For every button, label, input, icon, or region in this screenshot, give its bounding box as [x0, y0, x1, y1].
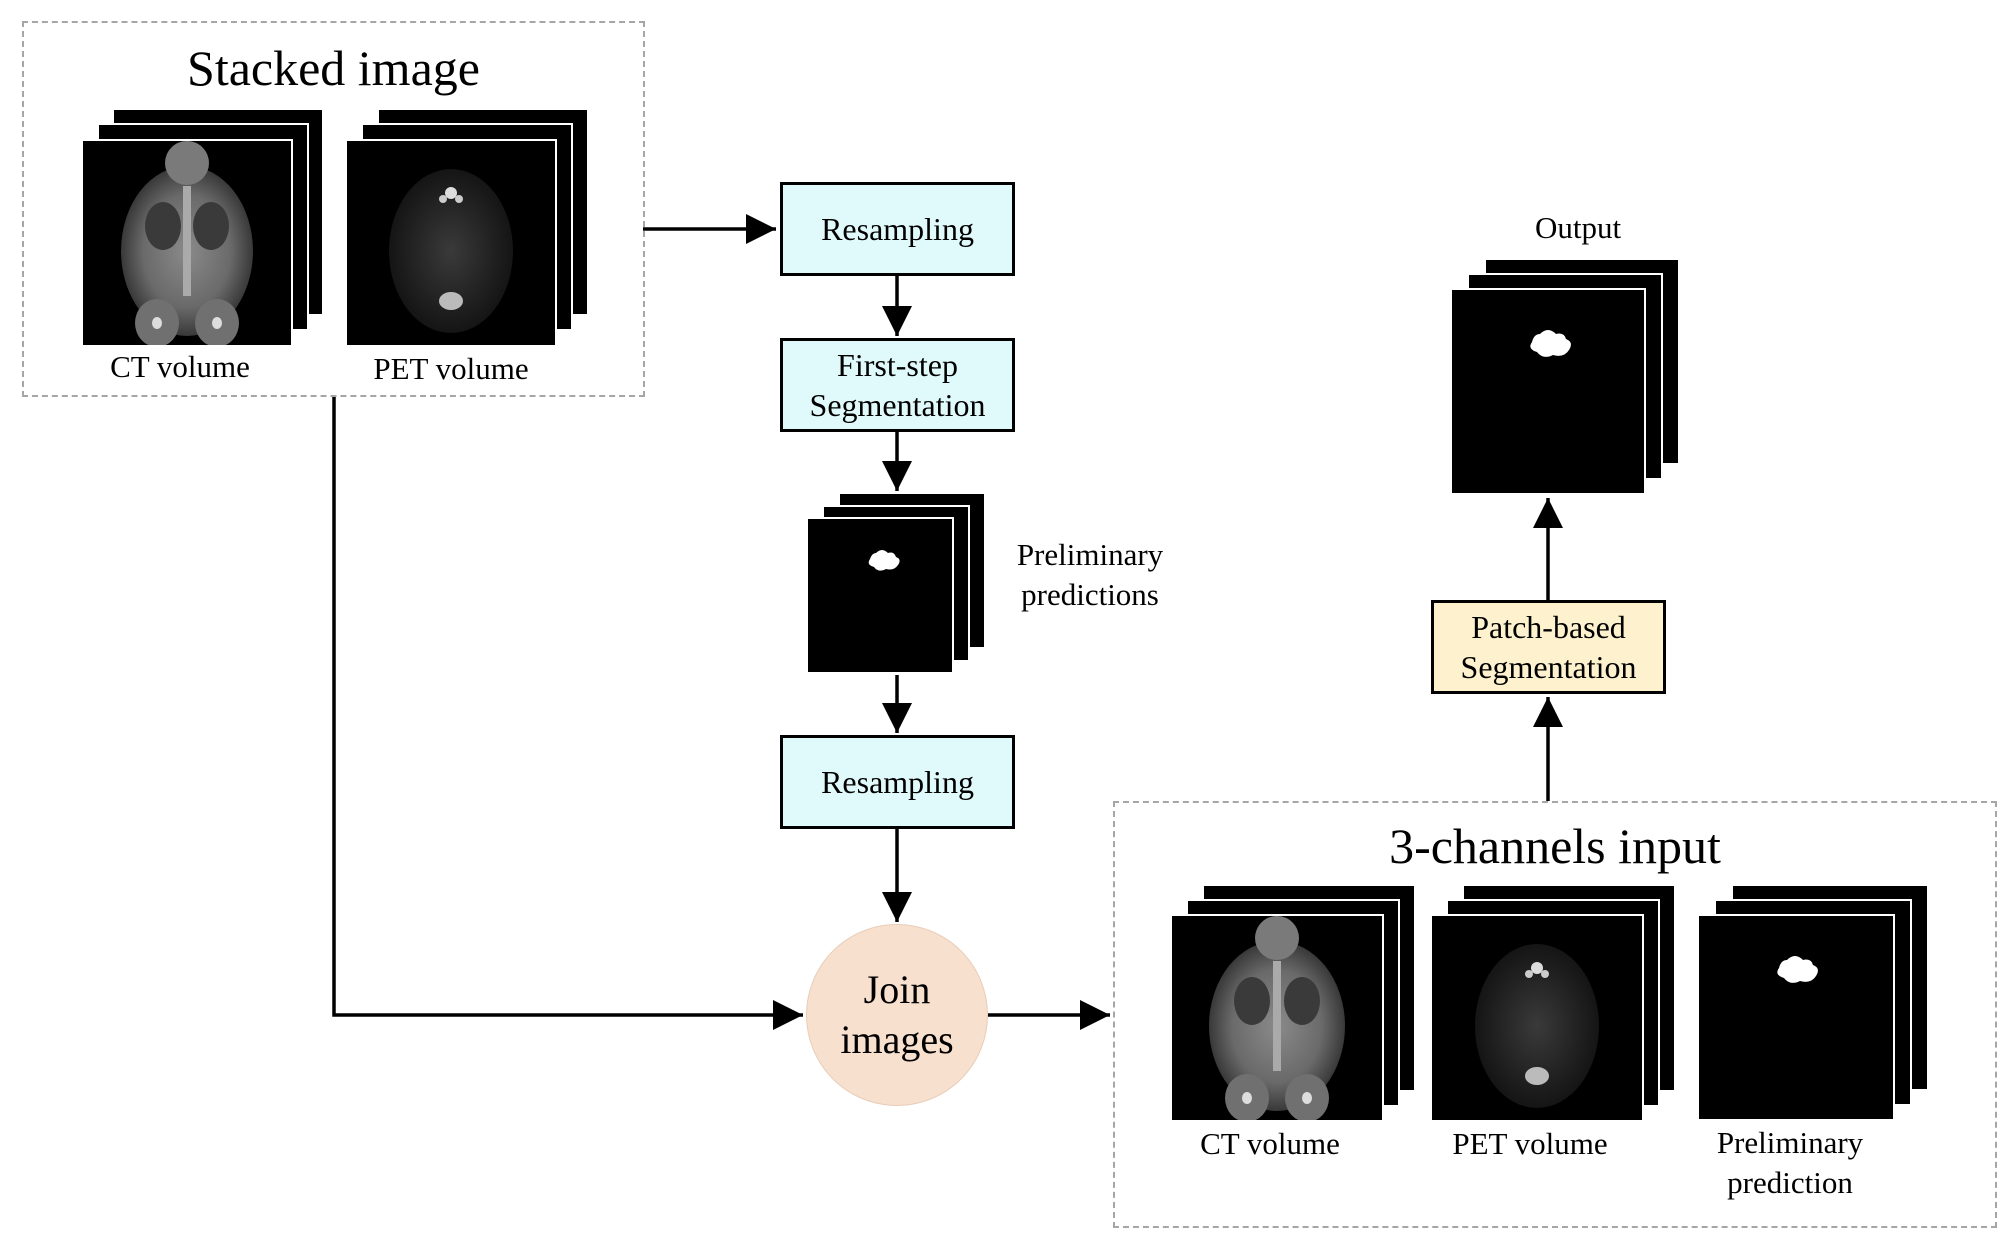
stacked-image-group: Stacked image — [22, 21, 645, 397]
pet-body-image — [389, 169, 513, 333]
channel-ct-label: CT volume — [1200, 1126, 1340, 1161]
prelim-label-line2: predictions — [1021, 577, 1159, 613]
channel-pet-body-image — [1475, 944, 1599, 1108]
join-line2: images — [840, 1017, 954, 1062]
channel-pred-mask-image — [1777, 956, 1818, 983]
ct-slice-front — [81, 139, 293, 347]
output-label: Output — [1534, 210, 1622, 245]
prelim-label-line1: Preliminary — [1016, 537, 1164, 572]
output-mask-image — [1530, 330, 1571, 357]
stacked-ct-label: CT volume — [110, 349, 250, 384]
join-line1: Join — [863, 967, 931, 1012]
resampling-box-1: Resampling — [780, 182, 1015, 276]
resampling-box-2: Resampling — [780, 735, 1015, 829]
arrow-stacked-to-join — [332, 397, 803, 1030]
channel-pred-label: Preliminary prediction — [1690, 1123, 1890, 1204]
preliminary-predictions-label: Preliminary predictions — [1000, 535, 1180, 616]
patch-line1: Patch-based — [1471, 609, 1626, 645]
channel-ct-slice-front — [1170, 914, 1384, 1122]
pet-slice-front — [345, 139, 557, 347]
channel-pred-line1: Preliminary — [1716, 1125, 1864, 1160]
channel-ct-body-image — [1209, 916, 1345, 1120]
first-step-line2: Segmentation — [809, 387, 986, 423]
resampling-2-text: Resampling — [821, 764, 974, 800]
ct-body-image — [121, 141, 253, 345]
three-channel-input-group: 3-channels input — [1113, 801, 1997, 1228]
prelim-slice-front — [806, 517, 954, 674]
channel-pet-slice-front — [1430, 914, 1644, 1122]
channel-pet-label: PET volume — [1452, 1126, 1608, 1161]
channel-pred-slice-front — [1697, 914, 1895, 1121]
join-images-node: Join images — [806, 924, 988, 1106]
stacked-pet-label: PET volume — [373, 351, 529, 386]
patch-line2: Segmentation — [1460, 649, 1637, 685]
three-channel-title: 3-channels input — [1389, 818, 1721, 874]
prelim-mask-image — [868, 550, 900, 571]
stacked-image-title: Stacked image — [187, 40, 480, 96]
first-step-line1: First-step — [837, 347, 958, 383]
output-slice-front — [1450, 288, 1646, 495]
channel-pred-line2: prediction — [1727, 1165, 1853, 1201]
first-step-segmentation-box: First-step Segmentation — [780, 338, 1015, 432]
resampling-1-text: Resampling — [821, 211, 974, 247]
patch-based-segmentation-box: Patch-based Segmentation — [1431, 600, 1666, 694]
